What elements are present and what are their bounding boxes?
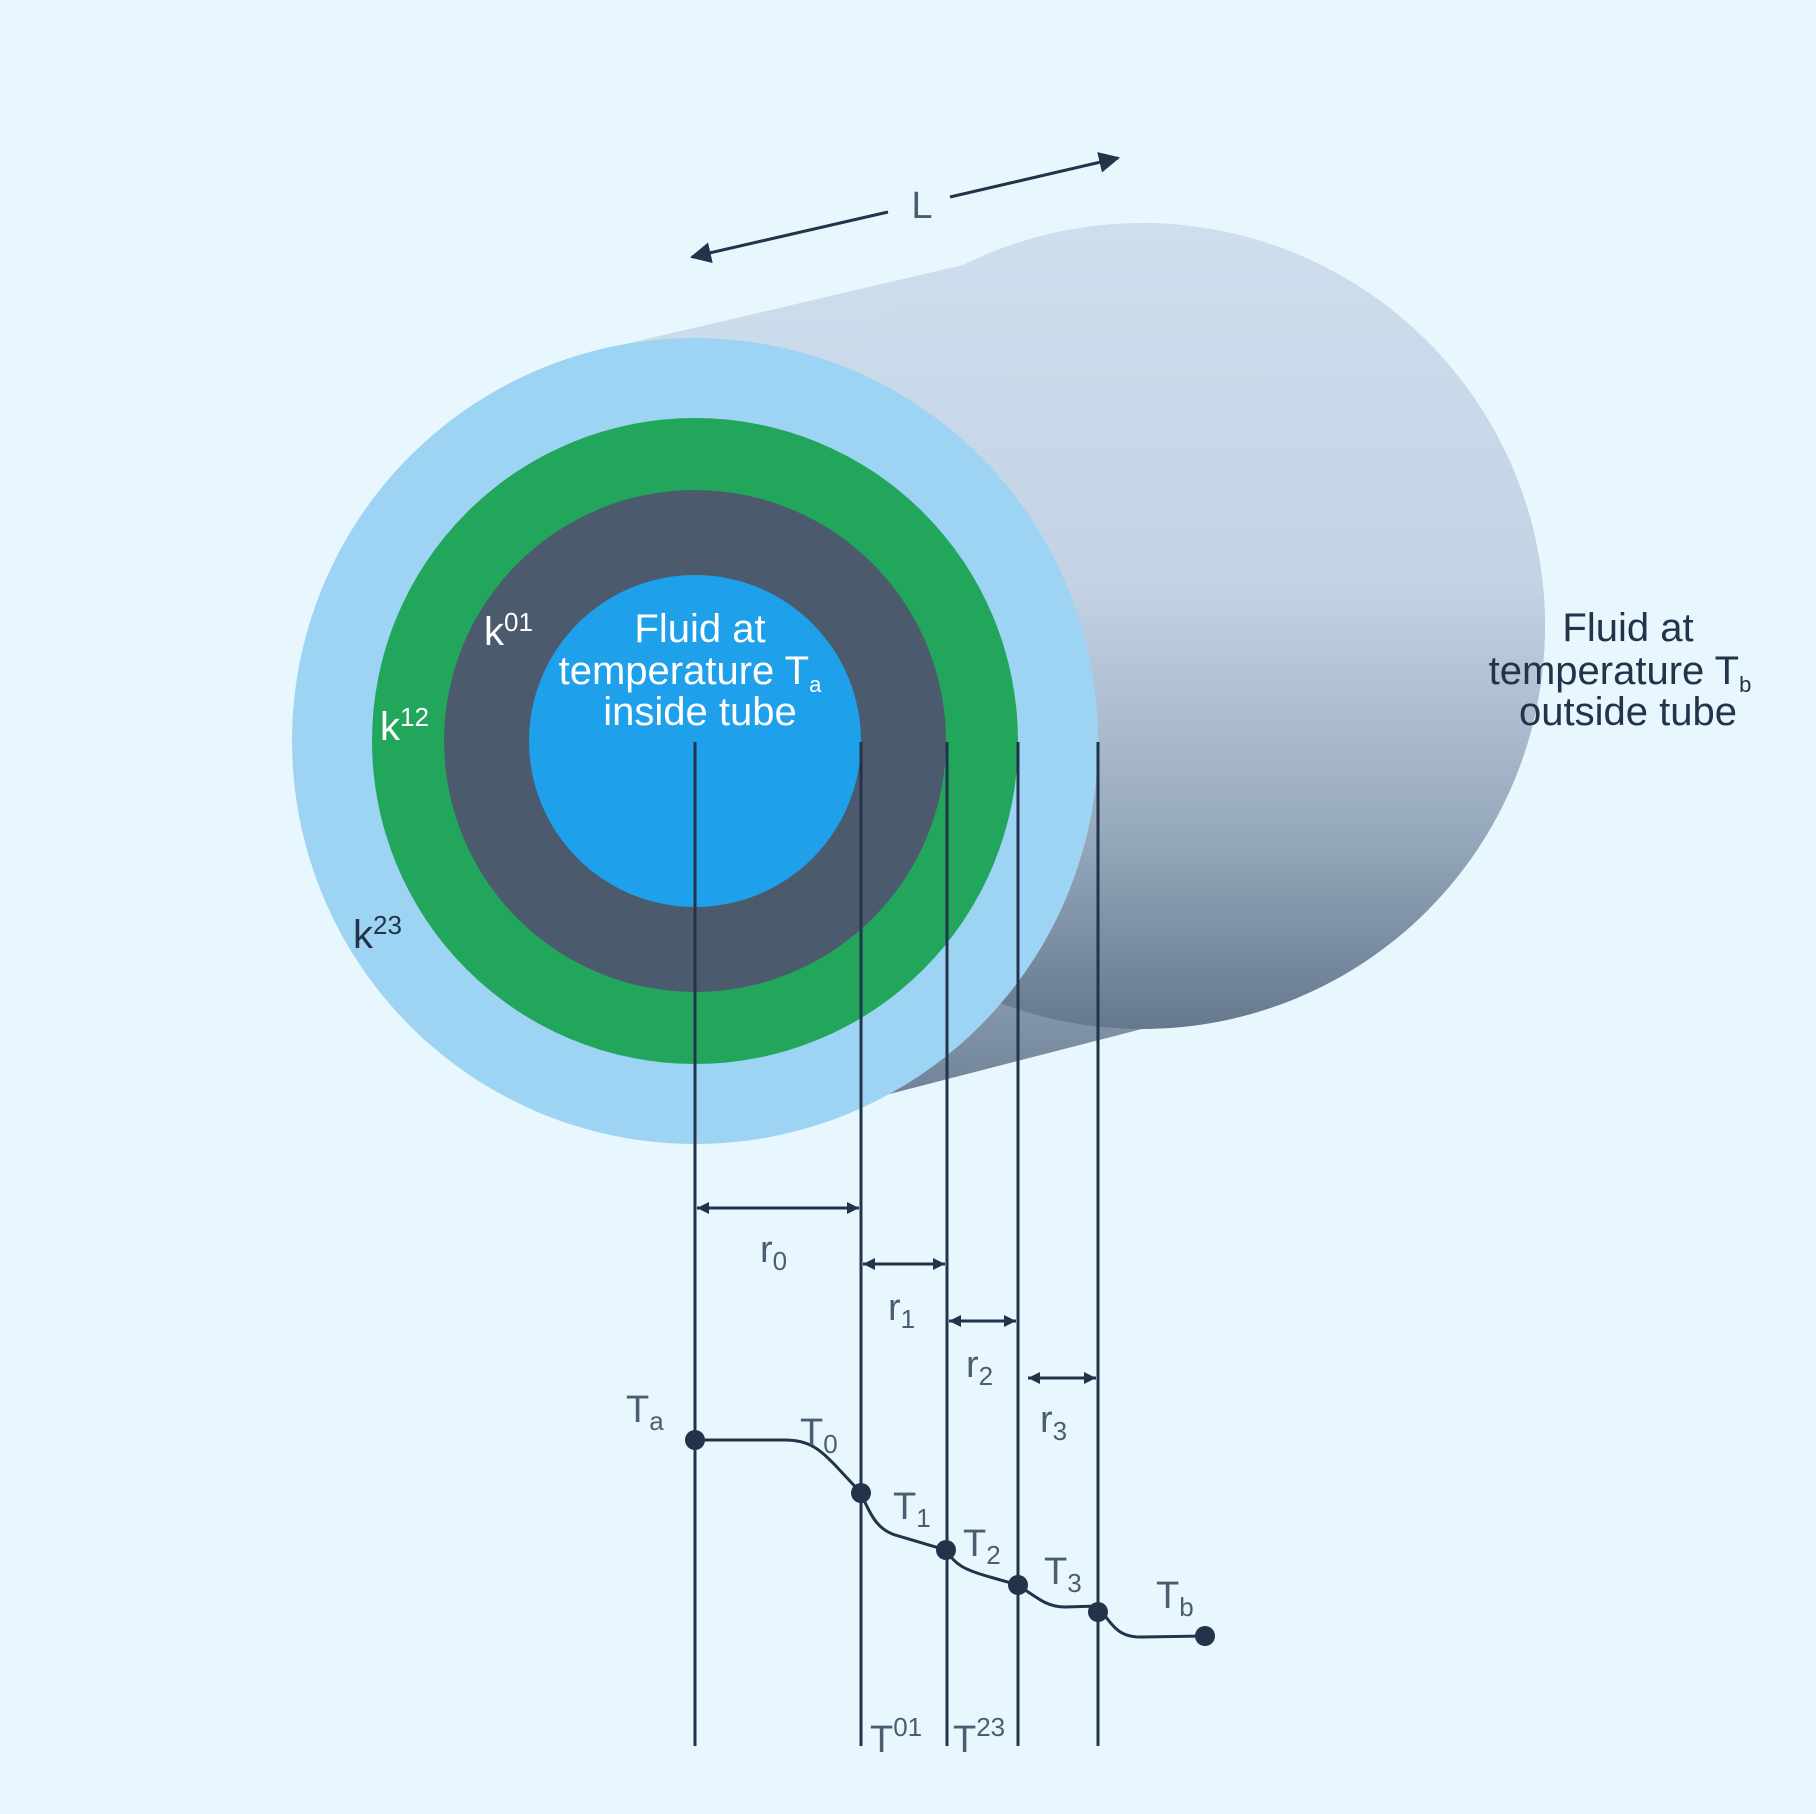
length-label: L xyxy=(911,185,932,227)
T2-label: T2 xyxy=(963,1523,1001,1570)
point-T1 xyxy=(936,1540,956,1560)
outside-line-1: Fluid at xyxy=(1562,606,1693,650)
point-T2 xyxy=(1008,1575,1028,1595)
outside-line-3: outside tube xyxy=(1519,690,1737,734)
Tb-label: Tb xyxy=(1156,1575,1194,1622)
inside-fluid-label: Fluid at temperature Ta inside tube xyxy=(559,607,823,734)
T1-label: T1 xyxy=(893,1486,931,1533)
length-arrow-right xyxy=(949,152,1121,199)
radius-dimensions: r0 r1 r2 r3 xyxy=(697,1202,1096,1446)
T23-label: T23 xyxy=(953,1712,1005,1761)
T01-label: T01 xyxy=(870,1712,922,1761)
Ta-label: Ta xyxy=(626,1389,664,1436)
fluid-core xyxy=(529,575,861,907)
r1-label: r1 xyxy=(888,1287,915,1334)
k12-label: k12 xyxy=(380,702,429,749)
length-arrow-left xyxy=(689,210,889,264)
point-Ta xyxy=(685,1430,705,1450)
inside-line-2: temperature Ta xyxy=(559,649,823,697)
temperature-profile: Ta T0 T1 T2 T3 Tb xyxy=(626,1389,1215,1646)
point-Tb xyxy=(1195,1626,1215,1646)
T0-label: T0 xyxy=(800,1412,838,1459)
r0-label: r0 xyxy=(760,1229,787,1276)
outside-fluid-label: Fluid at temperature Tb outside tube xyxy=(1489,606,1752,734)
point-T0 xyxy=(851,1483,871,1503)
k01-label: k01 xyxy=(484,607,533,654)
point-T3 xyxy=(1088,1602,1108,1622)
inside-line-1: Fluid at xyxy=(634,607,765,651)
inside-line-3: inside tube xyxy=(603,690,796,734)
tube-cross-section xyxy=(292,338,1098,1144)
outside-line-2: temperature Tb xyxy=(1489,649,1752,697)
radius-reference-lines xyxy=(693,742,1100,1746)
r3-label: r3 xyxy=(1040,1399,1067,1446)
temperature-curve xyxy=(695,1438,1206,1639)
r2-label: r2 xyxy=(966,1344,993,1391)
k23-label: k23 xyxy=(353,910,402,957)
length-dimension: L xyxy=(689,152,1121,264)
T3-label: T3 xyxy=(1044,1551,1082,1598)
